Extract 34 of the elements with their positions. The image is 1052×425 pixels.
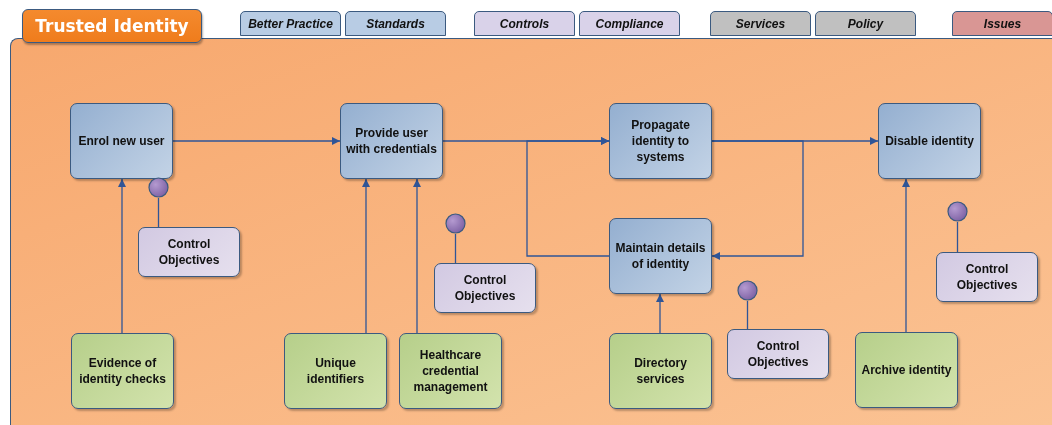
input-box: Directory services: [609, 333, 712, 409]
legend-tab: Policy: [815, 11, 916, 36]
process-box: Maintain details of identity: [609, 218, 712, 294]
process-box: Propagate identity to systems: [609, 103, 712, 179]
legend-tab: Compliance: [579, 11, 680, 36]
arrow: [656, 293, 664, 334]
arrow: [902, 178, 910, 333]
connector-line: [157, 197, 160, 228]
control-objectives-box: Control Objectives: [138, 227, 240, 277]
process-box: Disable identity: [878, 103, 981, 179]
connector-line: [956, 221, 959, 253]
input-box: Unique identifiers: [284, 333, 387, 409]
control-objectives-box: Control Objectives: [936, 252, 1038, 302]
legend-tab: Controls: [474, 11, 575, 36]
arrow: [413, 178, 421, 334]
arrow: [172, 137, 341, 145]
connector-line: [454, 233, 457, 264]
connector-line: [746, 300, 749, 330]
arrow: [711, 140, 804, 260]
control-objectives-box: Control Objectives: [727, 329, 829, 379]
process-box: Provide user with credentials: [340, 103, 443, 179]
control-objectives-box: Control Objectives: [434, 263, 536, 313]
arrow: [362, 178, 370, 334]
input-box: Healthcare credential management: [399, 333, 502, 409]
process-box: Enrol new user: [70, 103, 173, 179]
legend-tab: Better Practice: [240, 11, 341, 36]
title-tab: Trusted Identity: [22, 9, 202, 43]
input-box: Evidence of identity checks: [71, 333, 174, 409]
arrow: [118, 178, 126, 334]
input-box: Archive identity: [855, 332, 958, 408]
legend-tab: Issues: [952, 11, 1052, 36]
arrow: [526, 137, 610, 257]
legend-tab: Services: [710, 11, 811, 36]
legend-tab: Standards: [345, 11, 446, 36]
